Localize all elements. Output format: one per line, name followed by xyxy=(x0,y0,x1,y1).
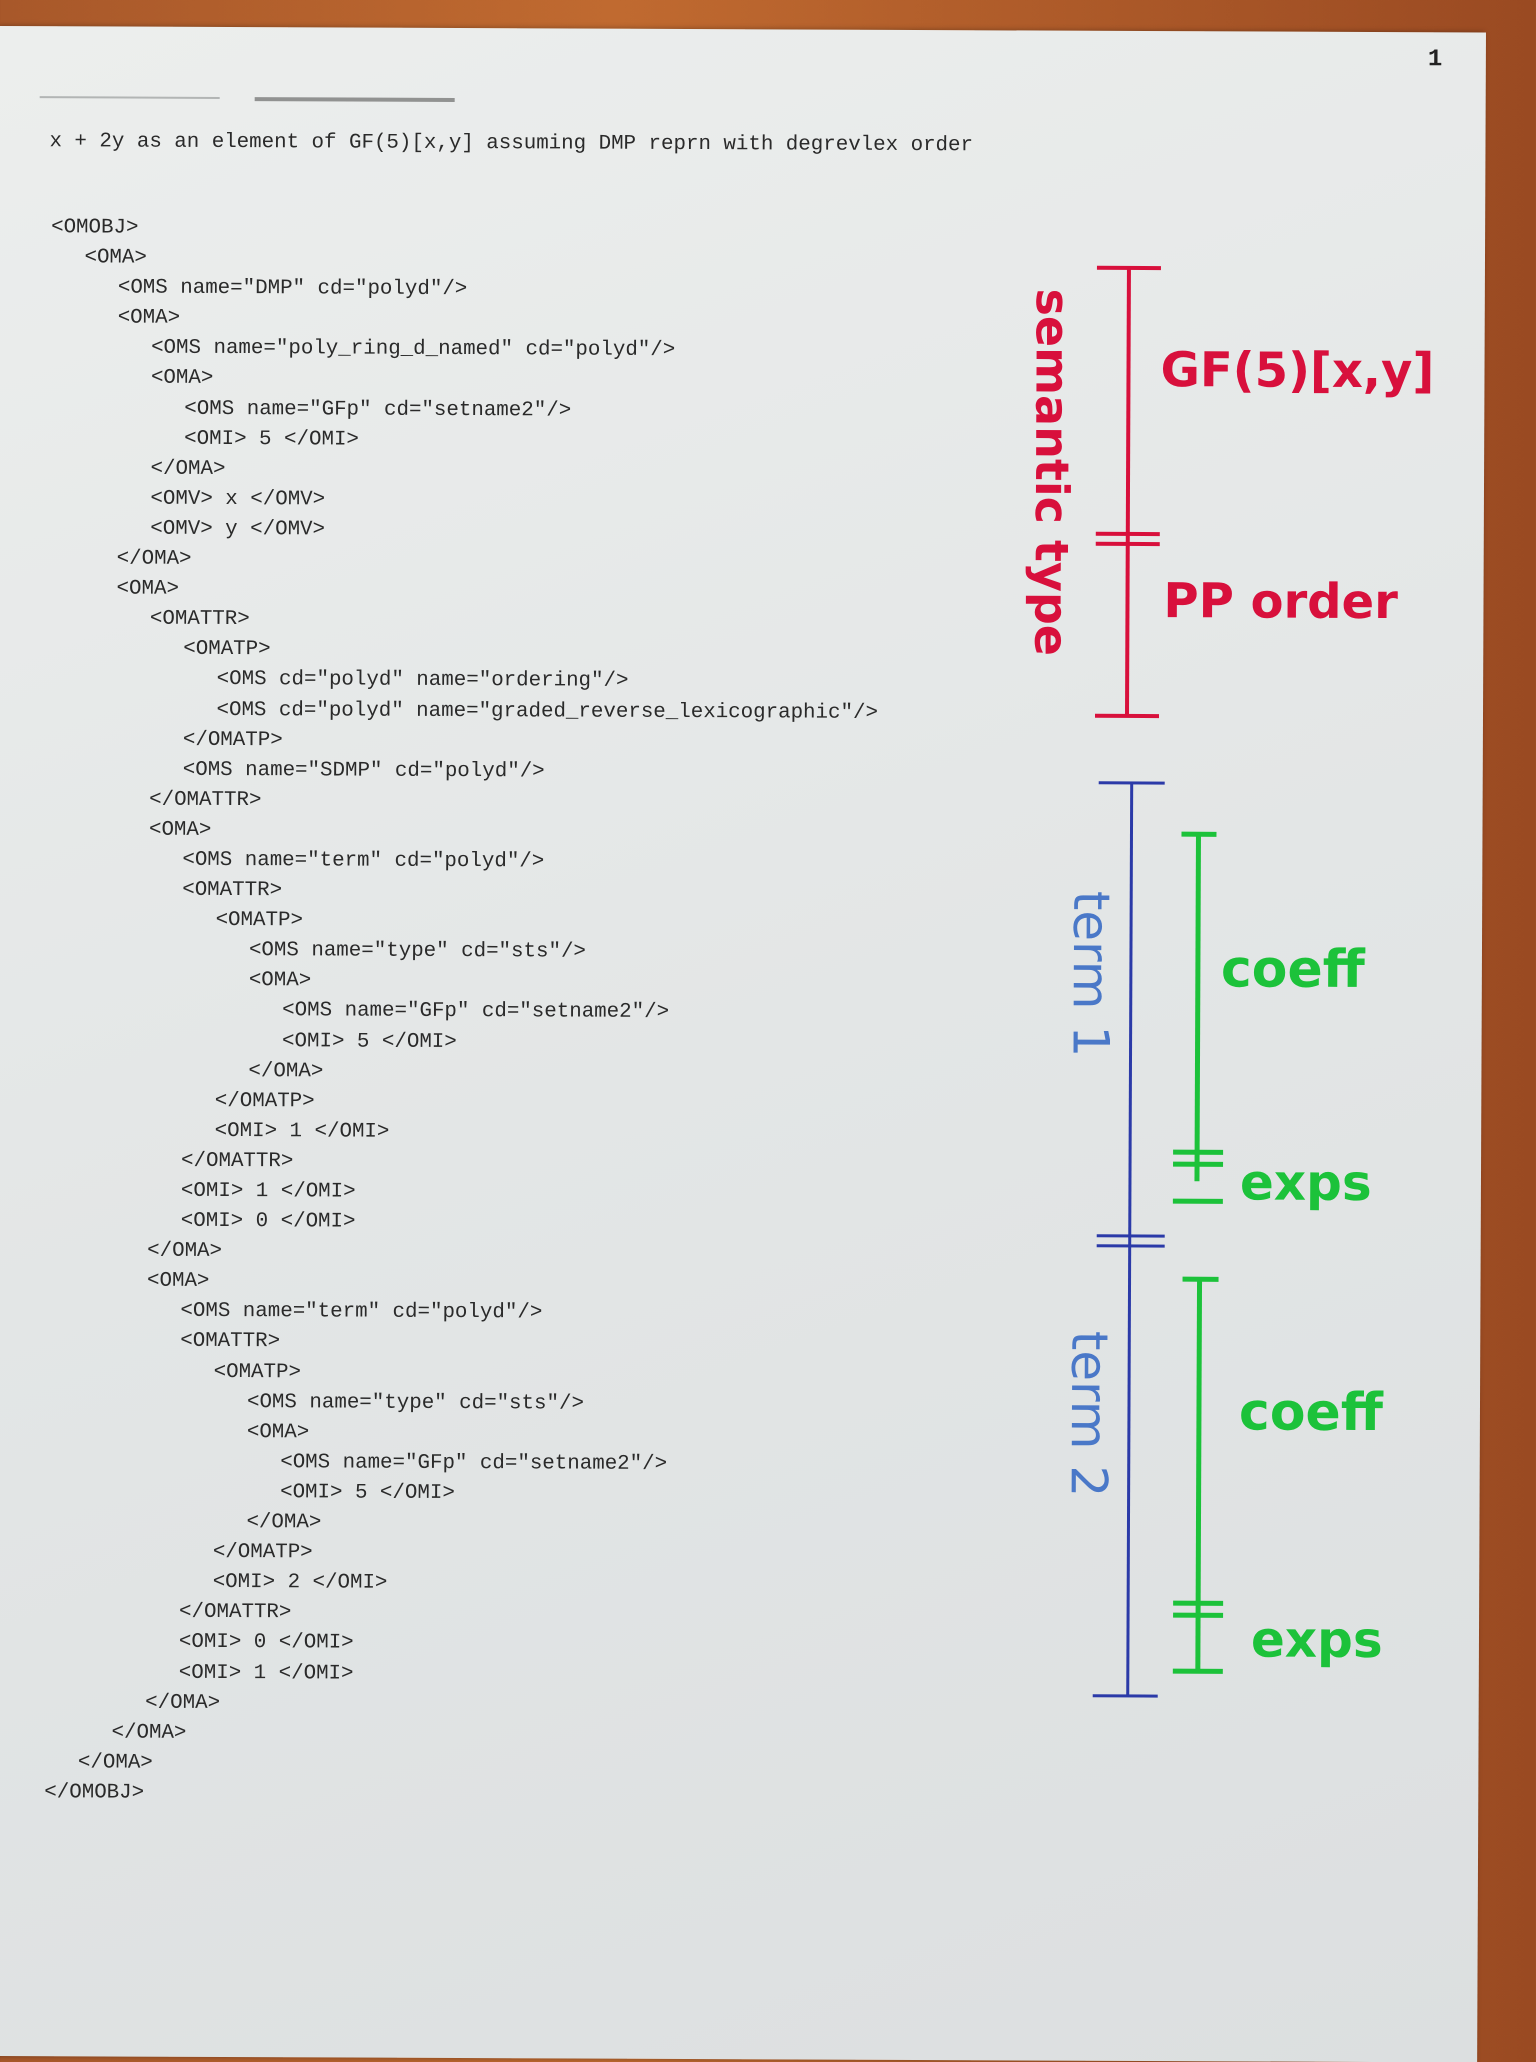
term-1-label: term 1 xyxy=(1062,891,1121,1058)
handwritten-annotations: semantic type GF(5)[x,y] PP order term 1… xyxy=(0,26,1486,2062)
exps-2-label: exps xyxy=(1251,1610,1383,1669)
paper-page: 1 x + 2y as an element of GF(5)[x,y] ass… xyxy=(0,26,1486,2062)
coeff-exps-brackets xyxy=(1171,834,1227,1671)
ring-label: GF(5)[x,y] xyxy=(1160,342,1434,399)
term-2-label: term 2 xyxy=(1060,1331,1119,1498)
pp-order-label: PP order xyxy=(1163,573,1398,630)
semantic-type-label: semantic type xyxy=(1024,288,1080,656)
coeff-2-label: coeff xyxy=(1239,1382,1384,1443)
semantic-type-bracket xyxy=(1095,268,1161,716)
coeff-1-label: coeff xyxy=(1221,939,1366,1000)
exps-1-label: exps xyxy=(1240,1153,1372,1212)
